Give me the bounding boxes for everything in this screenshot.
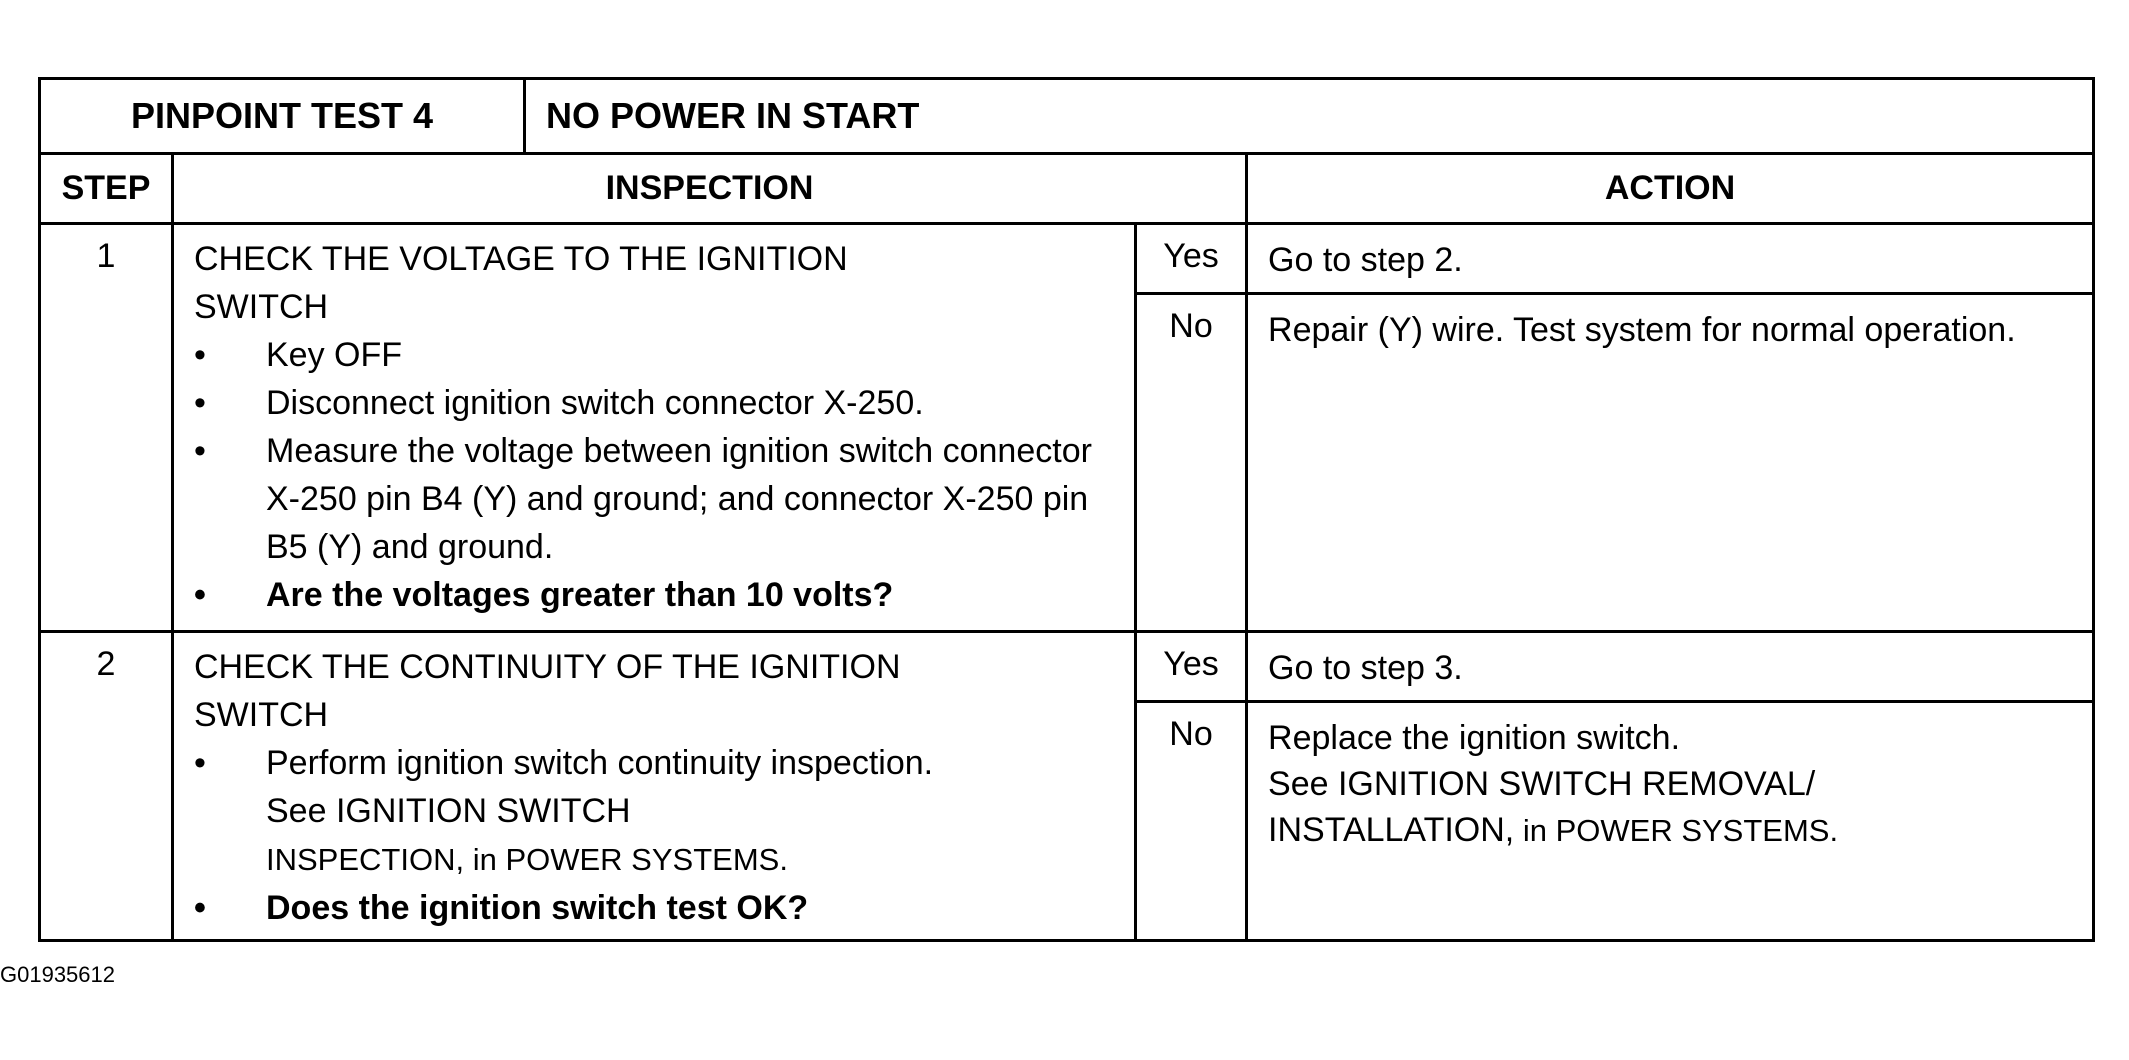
no-action-line: See IGNITION SWITCH REMOVAL/ — [1268, 765, 1816, 803]
list-item: • Measure the voltage between ignition sw… — [194, 427, 1122, 571]
pinpoint-test-table: PINPOINT TEST 4 NO POWER IN START STEP I… — [37, 77, 2096, 942]
step-inspection: CHECK THE VOLTAGE TO THE IGNITION SWITCH… — [170, 222, 1138, 633]
no-label: No — [1134, 292, 1249, 633]
action-column-header: ACTION — [1245, 152, 2096, 225]
test-name: NO POWER IN START — [523, 77, 2096, 155]
step-column-header: STEP — [38, 152, 174, 225]
figure-id: G01935612 — [0, 962, 115, 987]
yes-label: Yes — [1134, 222, 1249, 295]
no-action-line: Replace the ignition switch. — [1268, 719, 1681, 757]
list-item-text: Perform ignition switch continuity inspe… — [266, 744, 934, 782]
no-action-reference: INSTALLATION, in POWER SYSTEMS. — [1268, 811, 1838, 849]
bullet-icon: • — [194, 889, 206, 927]
list-item-text: See IGNITION SWITCH — [266, 792, 631, 830]
list-item: • Perform ignition switch continuity ins… — [194, 739, 1122, 884]
bullet-icon: • — [194, 432, 206, 470]
list-item-reference: INSPECTION, in POWER SYSTEMS. — [266, 842, 788, 877]
list-item: • Key OFF — [194, 331, 1122, 379]
no-label: No — [1134, 700, 1249, 942]
reference-section: in POWER SYSTEMS. — [1514, 813, 1839, 848]
list-item-text: Does the ignition switch test OK? — [266, 889, 809, 927]
yes-action: Go to step 2. — [1245, 222, 2096, 295]
list-item: • Disconnect ignition switch connector X-… — [194, 379, 1122, 427]
bullet-icon: • — [194, 744, 206, 782]
bullet-icon: • — [194, 336, 206, 374]
yes-action: Go to step 3. — [1245, 630, 2096, 703]
step-heading: CHECK THE VOLTAGE TO THE IGNITION SWITCH — [194, 235, 1122, 331]
step-number: 1 — [38, 222, 174, 633]
list-item-text: Are the voltages greater than 10 volts? — [266, 576, 894, 614]
bullet-icon: • — [194, 384, 206, 422]
step-number: 2 — [38, 630, 174, 942]
inspection-list: • Key OFF • Disconnect ignition switch con… — [194, 331, 1122, 619]
list-item-text: Disconnect ignition switch connector X-2… — [266, 384, 924, 422]
list-item-text: Key OFF — [266, 336, 403, 374]
test-label: PINPOINT TEST 4 — [37, 77, 527, 155]
list-item-question: • Are the voltages greater than 10 volts? — [194, 571, 1122, 619]
step-heading-line: SWITCH — [194, 696, 329, 734]
no-action: Replace the ignition switch. See IGNITIO… — [1245, 700, 2096, 942]
yes-label: Yes — [1134, 630, 1249, 703]
no-action: Repair (Y) wire. Test system for normal … — [1245, 292, 2096, 633]
reference-section: in POWER SYSTEMS. — [464, 842, 788, 877]
inspection-column-header: INSPECTION — [170, 152, 1249, 225]
step-heading-line: SWITCH — [194, 288, 329, 326]
step-heading-line: CHECK THE CONTINUITY OF THE IGNITION — [194, 648, 901, 686]
bullet-icon: • — [194, 576, 206, 614]
inspection-list: • Perform ignition switch continuity ins… — [194, 739, 1122, 932]
list-item-question: • Does the ignition switch test OK? — [194, 884, 1122, 932]
step-inspection: CHECK THE CONTINUITY OF THE IGNITION SWI… — [170, 630, 1138, 942]
reference-title: INSPECTION, — [266, 842, 465, 877]
step-heading-line: CHECK THE VOLTAGE TO THE IGNITION — [194, 240, 848, 278]
reference-title: INSTALLATION, — [1268, 811, 1515, 849]
step-heading: CHECK THE CONTINUITY OF THE IGNITION SWI… — [194, 643, 1122, 739]
list-item-text: Measure the voltage between ignition swi… — [266, 432, 1092, 566]
